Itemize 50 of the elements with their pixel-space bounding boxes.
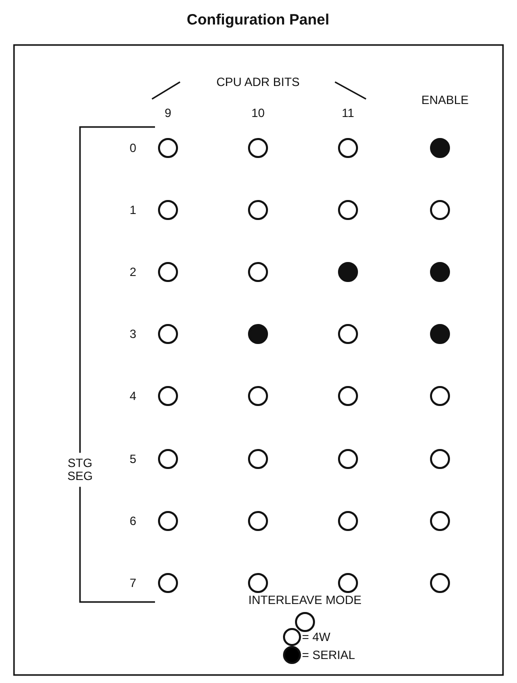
legend-text: = 4W [302,631,330,643]
open-indicator [430,448,450,468]
open-indicator [248,448,268,468]
row-number: 4 [130,390,136,402]
open-indicator [248,262,268,282]
open-indicator [158,572,178,593]
open-indicator [248,510,268,531]
open-indicator [338,386,358,406]
column-number: 11 [342,107,354,119]
open-indicator [158,324,178,344]
filled-indicator [248,324,268,344]
column-heading: ENABLE [421,94,469,106]
open-indicator [338,200,358,220]
open-indicator [338,324,358,344]
row-number: 5 [130,452,136,464]
column-number: 10 [251,107,265,119]
row-number: 3 [130,328,136,340]
open-indicator [430,200,450,220]
row-number: 7 [130,576,136,589]
row-number: 1 [130,204,136,216]
filled-indicator [430,138,450,158]
open-indicator [430,572,450,593]
open-indicator [158,262,178,282]
filled-indicator [430,324,450,344]
mode-label: INTERLEAVE MODE [248,594,362,606]
open-indicator [158,200,178,220]
open-indicator [295,612,315,632]
column-heading: CPU ADR BITS [216,76,300,88]
legend-text: = SERIAL [302,649,356,661]
open-indicator [338,448,358,468]
open-indicator [248,138,268,158]
row-number: 0 [130,142,136,154]
row-number: 2 [130,266,136,278]
panel-title: Configuration Panel [186,12,330,28]
open-indicator [338,572,358,593]
open-indicator [430,510,450,531]
row-number: 6 [130,514,136,527]
filled-indicator [430,262,450,282]
open-indicator [158,510,178,531]
filled-indicator [338,262,358,282]
column-number: 9 [164,107,172,119]
open-indicator [248,200,268,220]
open-indicator [338,510,358,531]
open-indicator [248,386,268,406]
open-indicator [430,386,450,406]
open-indicator [158,138,178,158]
open-indicator [158,448,178,468]
open-indicator [338,138,358,158]
open-indicator [158,386,178,406]
open-indicator [248,572,268,593]
